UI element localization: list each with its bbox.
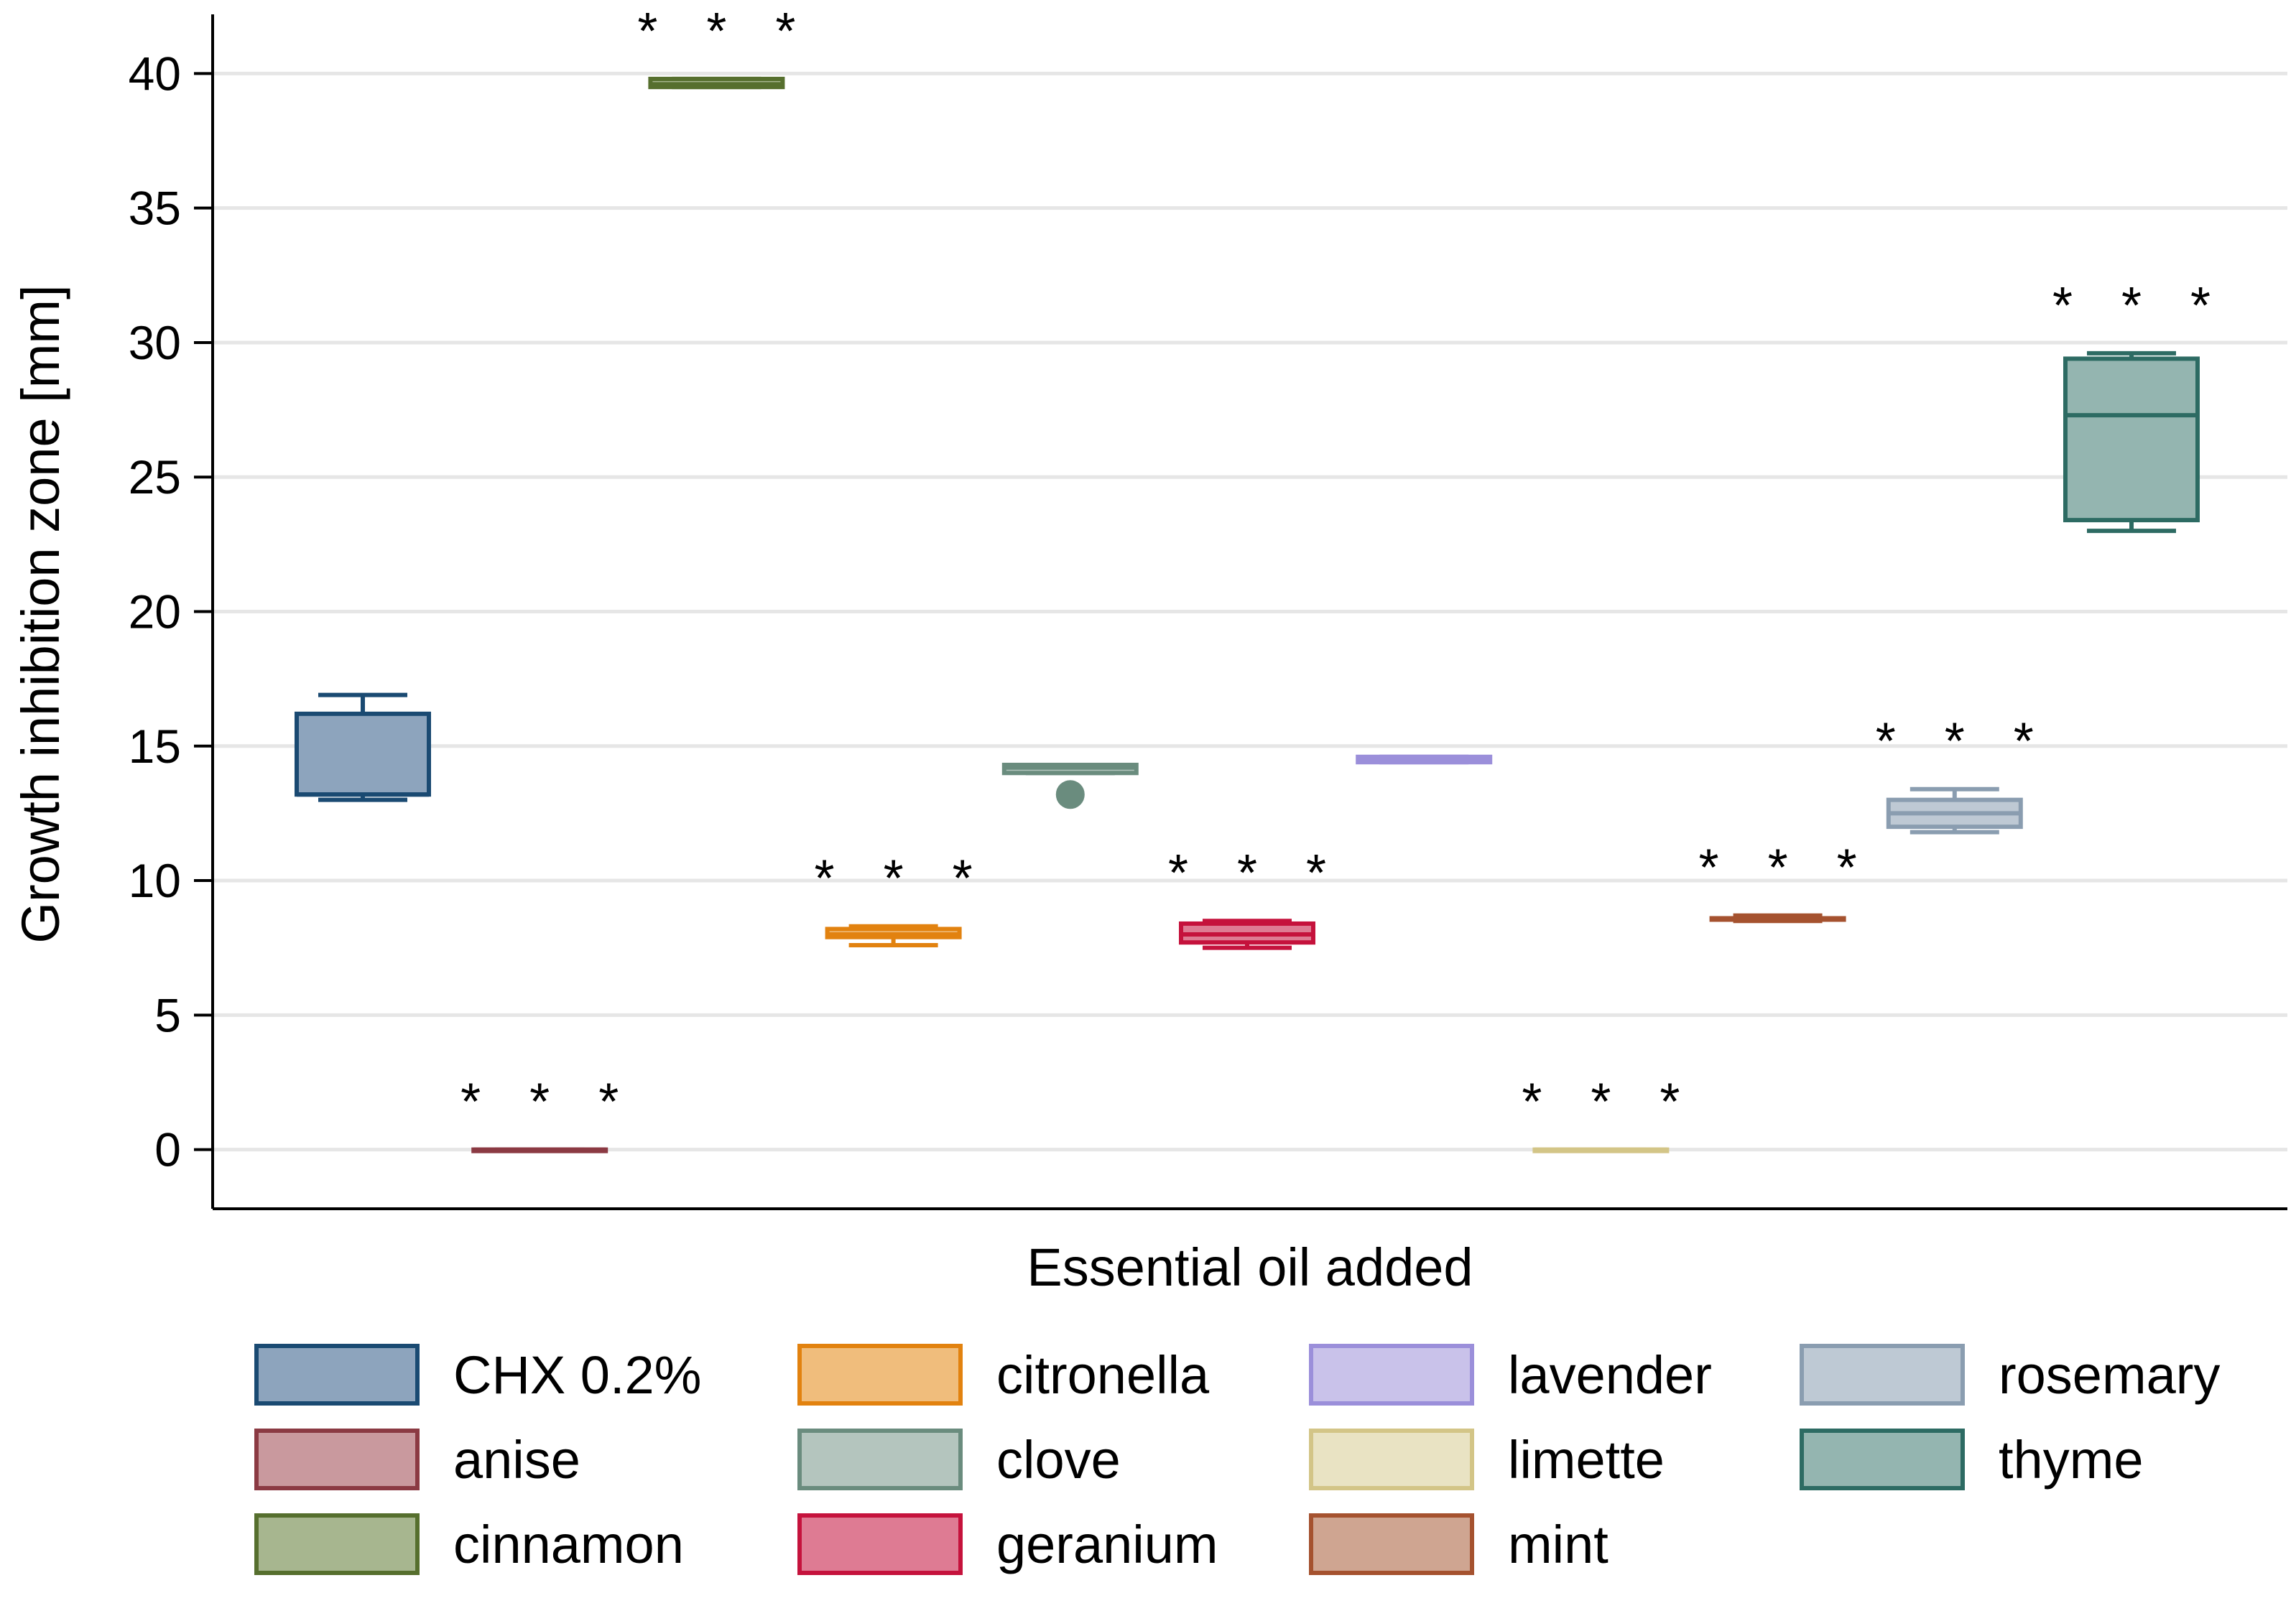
box-rosemary	[1886, 786, 2023, 835]
legend-item-thyme: thyme	[1800, 1429, 2144, 1490]
legend-item-geranium: geranium	[797, 1513, 1218, 1575]
y-tick-label: 20	[129, 585, 181, 638]
y-tick-label: 10	[129, 854, 181, 907]
legend-label: rosemary	[1999, 1345, 2220, 1405]
legend-swatch	[254, 1344, 420, 1406]
legend-label: geranium	[996, 1515, 1218, 1574]
legend-item-limette: limette	[1309, 1429, 1665, 1490]
box-mint	[1709, 913, 1846, 924]
y-tick-label: 0	[154, 1123, 181, 1176]
box-thyme	[2063, 350, 2200, 534]
legend-label: lavender	[1508, 1345, 1712, 1405]
legend-item-citronella: citronella	[797, 1344, 1210, 1406]
significance-markers: * * * * * * * * * * * * * * * * * * * * * * * *	[460, 3, 2228, 1131]
legend-label: mint	[1508, 1515, 1608, 1574]
y-axis-title: Growth inhibition zone [mm]	[11, 284, 70, 943]
box-limette	[1532, 1147, 1670, 1153]
box-anise	[471, 1147, 608, 1153]
legend-label: clove	[996, 1430, 1121, 1490]
box-clove	[1001, 762, 1139, 809]
legend-swatch	[797, 1429, 963, 1490]
significance-marker: * * *	[1168, 845, 1343, 902]
legend-swatch	[1309, 1344, 1474, 1406]
legend-label: CHX 0.2%	[453, 1345, 701, 1405]
significance-marker: * * *	[637, 3, 813, 60]
box-citronella	[825, 924, 962, 947]
legend-label: citronella	[996, 1345, 1210, 1405]
legend-swatch	[797, 1513, 963, 1575]
legend: CHX 0.2% anise cinnamon citronella clove gera…	[254, 1344, 2220, 1575]
legend-label: thyme	[1999, 1430, 2144, 1490]
y-tick-label: 5	[154, 988, 181, 1041]
boxes	[295, 76, 2200, 1153]
significance-marker: * * *	[815, 850, 990, 908]
iqr-box	[295, 711, 431, 797]
legend-item-mint: mint	[1309, 1513, 1608, 1575]
y-tick-label: 35	[129, 182, 181, 235]
x-axis-title: Essential oil added	[1027, 1237, 1473, 1297]
significance-marker: * * *	[1876, 713, 2051, 771]
legend-swatch	[797, 1344, 963, 1406]
legend-label: limette	[1508, 1430, 1665, 1490]
box-chx-0-2-	[295, 692, 431, 802]
legend-swatch	[1800, 1344, 1965, 1406]
legend-item-lavender: lavender	[1309, 1344, 1712, 1406]
iqr-box	[2063, 356, 2200, 523]
legend-item-rosemary: rosemary	[1800, 1344, 2220, 1406]
y-axis-ticks: 0 5 10 15 20 25 30 35 40	[129, 47, 213, 1176]
legend-item-clove: clove	[797, 1429, 1121, 1490]
y-tick-label: 40	[129, 47, 181, 100]
legend-label: anise	[453, 1430, 580, 1490]
box-geranium	[1179, 919, 1315, 950]
legend-swatch	[1800, 1429, 1965, 1490]
significance-marker: * * *	[460, 1074, 636, 1131]
significance-marker: * * *	[1522, 1074, 1697, 1131]
legend-swatch	[254, 1513, 420, 1575]
significance-marker: * * *	[2052, 277, 2228, 335]
outlier-point	[1055, 780, 1085, 809]
legend-swatch	[1309, 1429, 1474, 1490]
legend-swatch	[1309, 1513, 1474, 1575]
box-lavender	[1356, 754, 1493, 765]
legend-item-cinnamon: cinnamon	[254, 1513, 684, 1575]
legend-item-anise: anise	[254, 1429, 580, 1490]
y-tick-label: 25	[129, 450, 181, 503]
box-cinnamon	[648, 76, 785, 90]
y-tick-label: 15	[129, 720, 181, 773]
legend-label: cinnamon	[453, 1515, 684, 1574]
significance-marker: * * *	[1699, 840, 1874, 897]
legend-swatch	[254, 1429, 420, 1490]
y-tick-label: 30	[129, 316, 181, 369]
legend-item-chx-0-2-: CHX 0.2%	[254, 1344, 701, 1406]
